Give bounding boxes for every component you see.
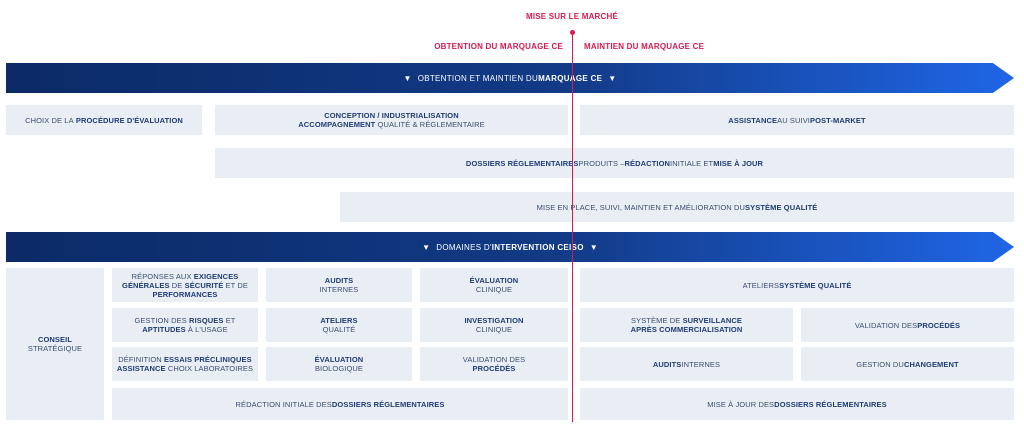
banner-bold: INTERVENTION CEISO bbox=[491, 242, 584, 252]
triangle-down-icon: ▼ bbox=[589, 242, 598, 252]
box-bold: SYSTÈME QUALITÉ bbox=[779, 280, 852, 290]
box-essais: DÉFINITION ESSAIS PRÉCLINIQUES ASSISTANC… bbox=[112, 347, 258, 381]
box-bold: PROCÉDURE D'ÉVALUATION bbox=[75, 115, 183, 125]
box-audits-internes-right: AUDITS INTERNES bbox=[580, 347, 793, 381]
box-bold: DOSSIERS RÉGLEMENTAIRES bbox=[465, 158, 579, 168]
box-text: VALIDATION DES bbox=[854, 320, 918, 330]
box-text: CLINIQUE bbox=[475, 325, 513, 334]
box-dossiers: DOSSIERS RÉGLEMENTAIRES PRODUITS – RÉDAC… bbox=[215, 148, 1014, 178]
box-bold: SYSTÈME QUALITÉ bbox=[745, 202, 818, 212]
box-text: CHOIX DE LA bbox=[25, 115, 74, 125]
box-systeme-qualite: MISE EN PLACE, SUIVI, MAINTIEN ET AMÉLIO… bbox=[340, 192, 1014, 222]
banner-text: DOMAINES D' bbox=[436, 242, 492, 252]
box-ateliers-systeme-qualite: ATELIERS SYSTÈME QUALITÉ bbox=[580, 268, 1014, 302]
right-phase-label: MAINTIEN DU MARQUAGE CE bbox=[584, 42, 705, 51]
market-timeline-line bbox=[572, 32, 573, 422]
box-conception: CONCEPTION / INDUSTRIALISATION ACCOMPAGN… bbox=[215, 105, 568, 135]
banner-bold: MARQUAGE CE bbox=[538, 73, 603, 83]
box-bold: CONCEPTION / INDUSTRIALISATION bbox=[324, 111, 459, 120]
box-bold: POST-MARKET bbox=[810, 115, 866, 125]
market-timeline-dot bbox=[570, 30, 575, 35]
box-bold: GÉNÉRALES bbox=[122, 280, 170, 290]
box-bold: RÉDACTION bbox=[624, 158, 671, 168]
box-bold: APRÈS COMMERCIALISATION bbox=[630, 325, 743, 334]
banner-text: OBTENTION ET MAINTIEN DU bbox=[417, 73, 539, 83]
banner-domaines: ▼ DOMAINES D'INTERVENTION CEISO ▼ bbox=[6, 232, 1014, 262]
box-text: ATELIERS bbox=[742, 280, 780, 290]
box-conseil: CONSEIL STRATÉGIQUE bbox=[6, 268, 104, 420]
box-text: INTERNES bbox=[681, 359, 721, 369]
box-text: MISE À JOUR DES bbox=[707, 399, 775, 409]
box-text: INITIALE ET bbox=[670, 158, 714, 168]
box-text: SYSTÈME DE bbox=[631, 316, 683, 325]
box-exigences: RÉPONSES AUX EXIGENCES GÉNÉRALES DE SÉCU… bbox=[112, 268, 258, 302]
left-phase-label: OBTENTION DU MARQUAGE CE bbox=[434, 42, 563, 51]
box-bold: DOSSIERS RÉGLEMENTAIRES bbox=[331, 399, 445, 409]
box-bold: DOSSIERS RÉGLEMENTAIRES bbox=[774, 399, 887, 409]
box-text: DÉFINITION bbox=[118, 355, 164, 364]
box-bold: CONSEIL bbox=[37, 335, 73, 344]
box-bold: ESSAIS PRÉCLINIQUES bbox=[163, 355, 252, 364]
box-validation-procedes-right: VALIDATION DES PROCÉDÉS bbox=[801, 308, 1014, 342]
box-text: ET bbox=[223, 316, 236, 325]
box-text: DE bbox=[169, 280, 185, 290]
box-text: RÉPONSES AUX bbox=[131, 271, 194, 281]
box-text: STRATÉGIQUE bbox=[27, 344, 83, 353]
box-bold: INVESTIGATION bbox=[464, 316, 524, 325]
triangle-down-icon: ▼ bbox=[422, 242, 431, 252]
triangle-down-icon: ▼ bbox=[403, 73, 412, 83]
box-text: PRODUITS – bbox=[578, 158, 625, 168]
box-mise-a-jour: MISE À JOUR DES DOSSIERS RÉGLEMENTAIRES bbox=[580, 388, 1014, 420]
box-risques: GESTION DES RISQUES ET APTITUDES À L'USA… bbox=[112, 308, 258, 342]
box-bold: SURVEILLANCE bbox=[682, 316, 742, 325]
triangle-down-icon: ▼ bbox=[608, 73, 617, 83]
box-choix-procedure: CHOIX DE LA PROCÉDURE D'ÉVALUATION bbox=[6, 105, 202, 135]
box-text: QUALITÉ bbox=[322, 325, 356, 334]
box-bold: PROCÉDÉS bbox=[917, 320, 961, 330]
box-text: QUALITÉ & RÉGLEMENTAIRE bbox=[375, 120, 485, 129]
box-surveillance: SYSTÈME DE SURVEILLANCE APRÈS COMMERCIAL… bbox=[580, 308, 793, 342]
box-bold: ACCOMPAGNEMENT bbox=[298, 120, 376, 129]
box-gestion-changement: GESTION DU CHANGEMENT bbox=[801, 347, 1014, 381]
box-text: À L'USAGE bbox=[185, 325, 228, 334]
box-bold: PROCÉDÉS bbox=[472, 364, 516, 373]
box-bold: SÉCURITÉ bbox=[184, 280, 224, 290]
box-text: RÉDACTION INITIALE DES bbox=[235, 399, 332, 409]
box-text: CLINIQUE bbox=[475, 285, 513, 294]
box-text: BIOLOGIQUE bbox=[314, 364, 364, 373]
market-label: MISE SUR LE MARCHÉ bbox=[525, 12, 619, 21]
box-bold: AUDITS bbox=[652, 359, 682, 369]
box-bold: PERFORMANCES bbox=[152, 289, 218, 299]
box-bold: MISE À JOUR bbox=[713, 158, 764, 168]
box-bold: ASSISTANCE bbox=[116, 364, 166, 373]
box-bold: ÉVALUATION bbox=[469, 276, 519, 285]
box-text: INTERNES bbox=[319, 285, 359, 294]
box-text: VALIDATION DES bbox=[462, 355, 526, 364]
box-text: ET DE bbox=[223, 280, 248, 290]
box-bold: APTITUDES bbox=[142, 325, 186, 334]
box-bold: EXIGENCES bbox=[193, 271, 239, 281]
box-bold: ASSISTANCE bbox=[728, 115, 778, 125]
box-text: AU SUIVI bbox=[777, 115, 810, 125]
banner-marquage-ce: ▼ OBTENTION ET MAINTIEN DU MARQUAGE CE ▼ bbox=[6, 63, 1014, 93]
box-assistance: ASSISTANCE AU SUIVI POST-MARKET bbox=[580, 105, 1014, 135]
box-redaction: RÉDACTION INITIALE DES DOSSIERS RÉGLEMEN… bbox=[112, 388, 568, 420]
box-bold: AUDITS bbox=[324, 276, 354, 285]
box-bold: ATELIERS bbox=[320, 316, 358, 325]
box-text: GESTION DES bbox=[134, 316, 190, 325]
box-bold: ÉVALUATION bbox=[314, 355, 364, 364]
box-bold: RISQUES bbox=[189, 316, 224, 325]
box-text: CHOIX LABORATOIRES bbox=[165, 364, 254, 373]
box-text: GESTION DU bbox=[856, 359, 904, 369]
box-bold: CHANGEMENT bbox=[903, 359, 959, 369]
box-text: MISE EN PLACE, SUIVI, MAINTIEN ET AMÉLIO… bbox=[536, 202, 746, 212]
